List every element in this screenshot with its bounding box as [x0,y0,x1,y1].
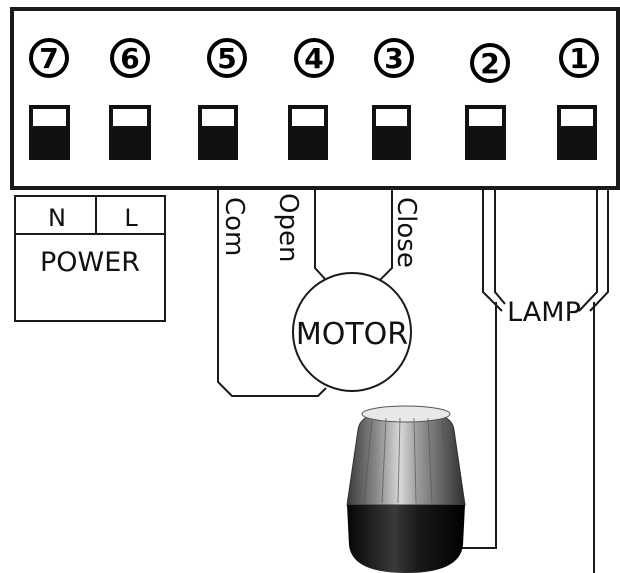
terminal-4-screw [288,105,328,160]
lamp-wire-2-down [455,302,497,549]
terminal-6-screw [109,105,151,160]
terminal-3-screw [372,105,411,160]
lamp-wires [455,188,609,573]
terminal-screws [29,105,597,160]
power-neutral-label: N [48,204,66,232]
close-wire [379,188,393,281]
close-label: Close [391,197,421,268]
terminal-6-label: 6 [110,38,150,78]
lamp-wire-1-outer [578,188,598,312]
terminal-1-label: 1 [559,38,599,78]
terminal-7-label: 7 [29,38,69,78]
terminal-7-screw [29,105,70,160]
power-caption: POWER [40,247,140,278]
terminal-5-number: 5 [217,42,236,75]
terminal-4-label: 4 [294,38,334,78]
open-wire [314,188,327,281]
motor-wires [217,188,393,397]
open-label: Open [273,193,303,262]
terminal-numbers: 7 6 5 4 3 2 1 [29,38,599,83]
terminal-block [10,7,620,190]
terminal-2-screw [465,105,506,160]
terminal-3-label: 3 [374,38,414,78]
power-live-label: L [124,204,138,232]
warning-lamp [346,405,466,573]
terminal-2-number: 2 [480,47,499,80]
terminal-1-number: 1 [569,42,588,75]
terminal-1-screw [557,105,597,160]
com-wire [217,188,327,397]
terminal-5-label: 5 [207,38,247,78]
terminal-3-number: 3 [384,42,403,75]
power-box: N L POWER [14,195,166,322]
com-label: Com [219,197,249,256]
motor-label: MOTOR [296,317,408,352]
terminal-5-screw [198,105,238,160]
lamp-top [361,405,451,423]
lamp-label: LAMP [507,297,581,328]
motor-circle [292,272,412,392]
lamp-ribs [363,417,451,504]
terminal-7-number: 7 [39,42,58,75]
terminal-4-number: 4 [304,42,323,75]
terminal-2-label: 2 [470,43,510,83]
motor: MOTOR [292,272,412,392]
lamp-base [347,505,465,573]
lamp-wire-2-outer [482,188,503,312]
terminal-6-number: 6 [120,42,139,75]
